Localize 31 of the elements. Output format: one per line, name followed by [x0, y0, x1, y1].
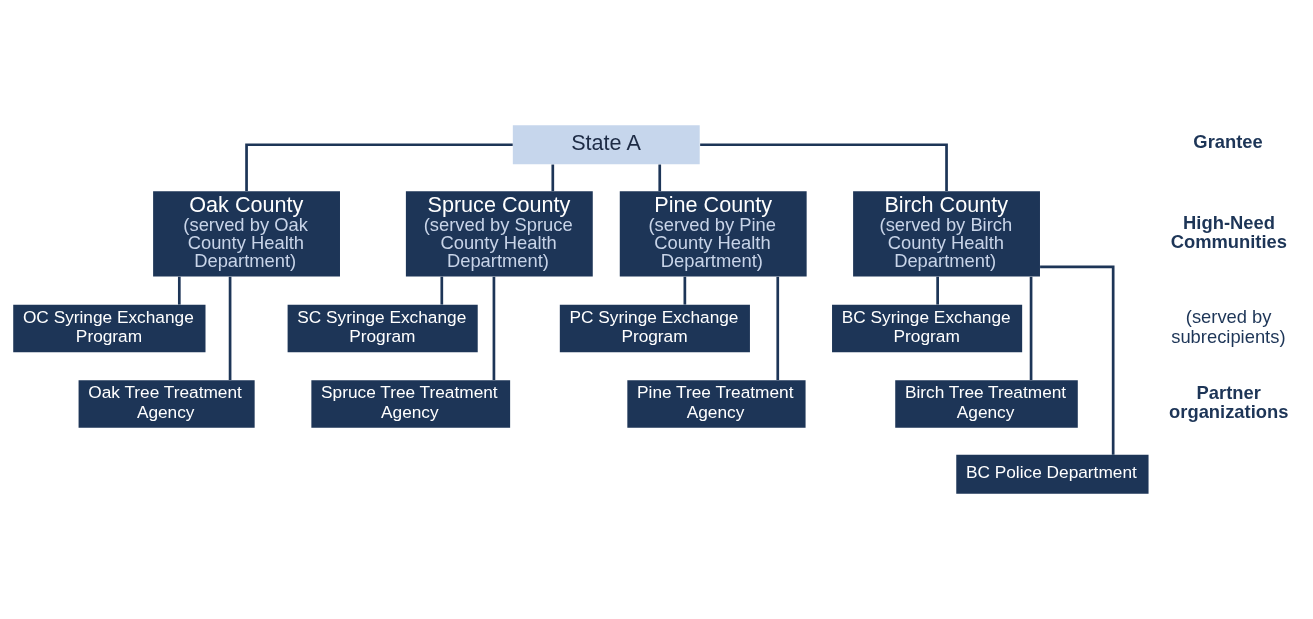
node-box: SC Syringe Exchange Program — [287, 304, 478, 353]
label: High-Need Communities — [1170, 212, 1287, 252]
label: (served by subrecipients) — [1171, 305, 1286, 348]
node-box: BC Syringe Exchange Program — [832, 304, 1023, 353]
connector — [1029, 276, 1033, 381]
node-box: Oak Tree Treatment Agency — [78, 380, 255, 428]
node-box: State A — [512, 125, 700, 165]
connector — [177, 276, 181, 305]
label: Grantee — [1193, 131, 1263, 153]
connector — [936, 276, 939, 305]
connector — [658, 164, 662, 192]
connector — [683, 276, 687, 305]
connector — [492, 276, 496, 381]
node-box: Birch County (served by Birch County Health Department) — [853, 191, 1040, 277]
connector — [245, 143, 513, 191]
node-box: Spruce County (served by Spruce County Health Department) — [405, 191, 593, 277]
node-box: OC Syringe Exchange Program — [13, 304, 206, 353]
node-box: PC Syringe Exchange Program — [559, 304, 750, 353]
node-box: Pine Tree Treatment Agency — [627, 380, 806, 428]
connector — [440, 276, 444, 305]
node-box: BC Police Department — [956, 454, 1149, 494]
connector — [700, 143, 948, 191]
connector — [551, 164, 555, 192]
connector — [228, 276, 232, 381]
node-box: Oak County (served by Oak County Health Department) — [153, 191, 340, 277]
connector — [1040, 265, 1115, 455]
connector — [776, 276, 780, 381]
node-box: Pine County (served by Pine County Health Department) — [619, 191, 807, 277]
node-box: Birch Tree Treatment Agency — [895, 380, 1078, 428]
node-box: Spruce Tree Treatment Agency — [311, 380, 511, 428]
label: Partner organizations — [1169, 382, 1289, 422]
